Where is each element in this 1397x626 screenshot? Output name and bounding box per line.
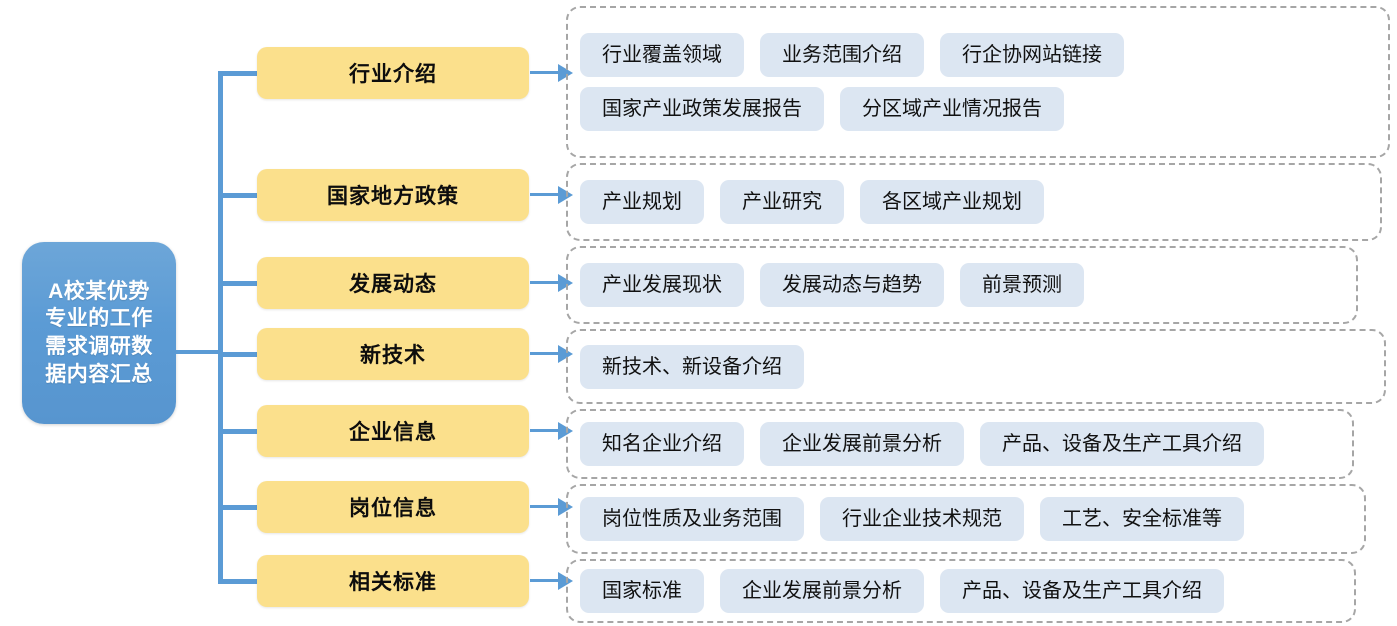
arrow-shaft	[530, 352, 564, 355]
leaf-chip[interactable]: 产业发展现状	[580, 263, 744, 307]
leaf-chip[interactable]: 前景预测	[960, 263, 1084, 307]
leaf-group-2: 产业规划产业研究各区域产业规划	[566, 163, 1382, 241]
category-box-4[interactable]: 新技术	[257, 328, 529, 380]
category-label: 国家地方政策	[327, 185, 459, 208]
leaf-chip[interactable]: 行业企业技术规范	[820, 497, 1024, 541]
leaf-chip[interactable]: 企业发展前景分析	[760, 422, 964, 466]
branch-connector-1	[218, 71, 258, 76]
arrow-shaft	[530, 71, 564, 74]
category-box-3[interactable]: 发展动态	[257, 257, 529, 309]
category-label: 发展动态	[349, 273, 437, 296]
leaf-chip[interactable]: 产业研究	[720, 180, 844, 224]
arrow-shaft	[530, 505, 564, 508]
arrow-icon-1	[530, 64, 575, 82]
leaf-chip[interactable]: 企业发展前景分析	[720, 569, 924, 613]
arrow-icon-7	[530, 572, 575, 590]
branch-connector-5	[218, 429, 258, 434]
arrow-icon-4	[530, 345, 575, 363]
leaf-chip[interactable]: 新技术、新设备介绍	[580, 344, 804, 389]
root-node[interactable]: A校某优势专业的工作需求调研数据内容汇总	[22, 242, 176, 424]
leaf-chip[interactable]: 产品、设备及生产工具介绍	[980, 422, 1264, 466]
arrow-head	[558, 186, 573, 204]
arrow-shaft	[530, 579, 564, 582]
branch-connector-6	[218, 505, 258, 510]
category-label: 行业介绍	[349, 63, 437, 86]
leaf-group-1: 行业覆盖领域业务范围介绍行企协网站链接国家产业政策发展报告分区域产业情况报告	[566, 6, 1390, 158]
leaf-chip[interactable]: 分区域产业情况报告	[840, 87, 1064, 131]
leaf-chip[interactable]: 行企协网站链接	[940, 33, 1124, 77]
leaf-chip[interactable]: 工艺、安全标准等	[1040, 497, 1244, 541]
arrow-icon-3	[530, 274, 575, 292]
category-box-5[interactable]: 企业信息	[257, 405, 529, 457]
arrow-icon-6	[530, 498, 575, 516]
leaf-chip[interactable]: 知名企业介绍	[580, 422, 744, 466]
branch-connector-7	[218, 579, 258, 584]
root-node-label: A校某优势专业的工作需求调研数据内容汇总	[45, 279, 153, 386]
leaf-chip[interactable]: 产业规划	[580, 180, 704, 224]
arrow-shaft	[530, 193, 564, 196]
arrow-head	[558, 64, 573, 82]
arrow-head	[558, 274, 573, 292]
leaf-group-3: 产业发展现状发展动态与趋势前景预测	[566, 246, 1358, 324]
category-box-1[interactable]: 行业介绍	[257, 47, 529, 99]
arrow-shaft	[530, 429, 564, 432]
leaf-chip[interactable]: 国家标准	[580, 569, 704, 613]
leaf-chip[interactable]: 产品、设备及生产工具介绍	[940, 569, 1224, 613]
leaf-chip[interactable]: 各区域产业规划	[860, 180, 1044, 224]
trunk-connector	[218, 72, 223, 582]
arrow-icon-2	[530, 186, 575, 204]
arrow-head	[558, 572, 573, 590]
root-stem-connector	[176, 350, 222, 354]
leaf-chip[interactable]: 行业覆盖领域	[580, 33, 744, 77]
leaf-chip[interactable]: 岗位性质及业务范围	[580, 497, 804, 541]
arrow-icon-5	[530, 422, 575, 440]
category-label: 岗位信息	[349, 497, 437, 520]
leaf-group-5: 知名企业介绍企业发展前景分析产品、设备及生产工具介绍	[566, 409, 1354, 479]
category-label: 新技术	[360, 344, 426, 367]
leaf-chip[interactable]: 国家产业政策发展报告	[580, 87, 824, 131]
category-box-7[interactable]: 相关标准	[257, 555, 529, 607]
branch-connector-4	[218, 352, 258, 357]
arrow-shaft	[530, 281, 564, 284]
branch-connector-3	[218, 281, 258, 286]
arrow-head	[558, 345, 573, 363]
category-label: 相关标准	[349, 571, 437, 594]
arrow-head	[558, 498, 573, 516]
leaf-group-7: 国家标准企业发展前景分析产品、设备及生产工具介绍	[566, 559, 1356, 623]
leaf-chip[interactable]: 业务范围介绍	[760, 33, 924, 77]
arrow-head	[558, 422, 573, 440]
category-box-6[interactable]: 岗位信息	[257, 481, 529, 533]
category-box-2[interactable]: 国家地方政策	[257, 169, 529, 221]
leaf-group-6: 岗位性质及业务范围行业企业技术规范工艺、安全标准等	[566, 484, 1366, 554]
leaf-group-4: 新技术、新设备介绍	[566, 329, 1386, 404]
category-label: 企业信息	[349, 421, 437, 444]
branch-connector-2	[218, 193, 258, 198]
leaf-chip[interactable]: 发展动态与趋势	[760, 263, 944, 307]
